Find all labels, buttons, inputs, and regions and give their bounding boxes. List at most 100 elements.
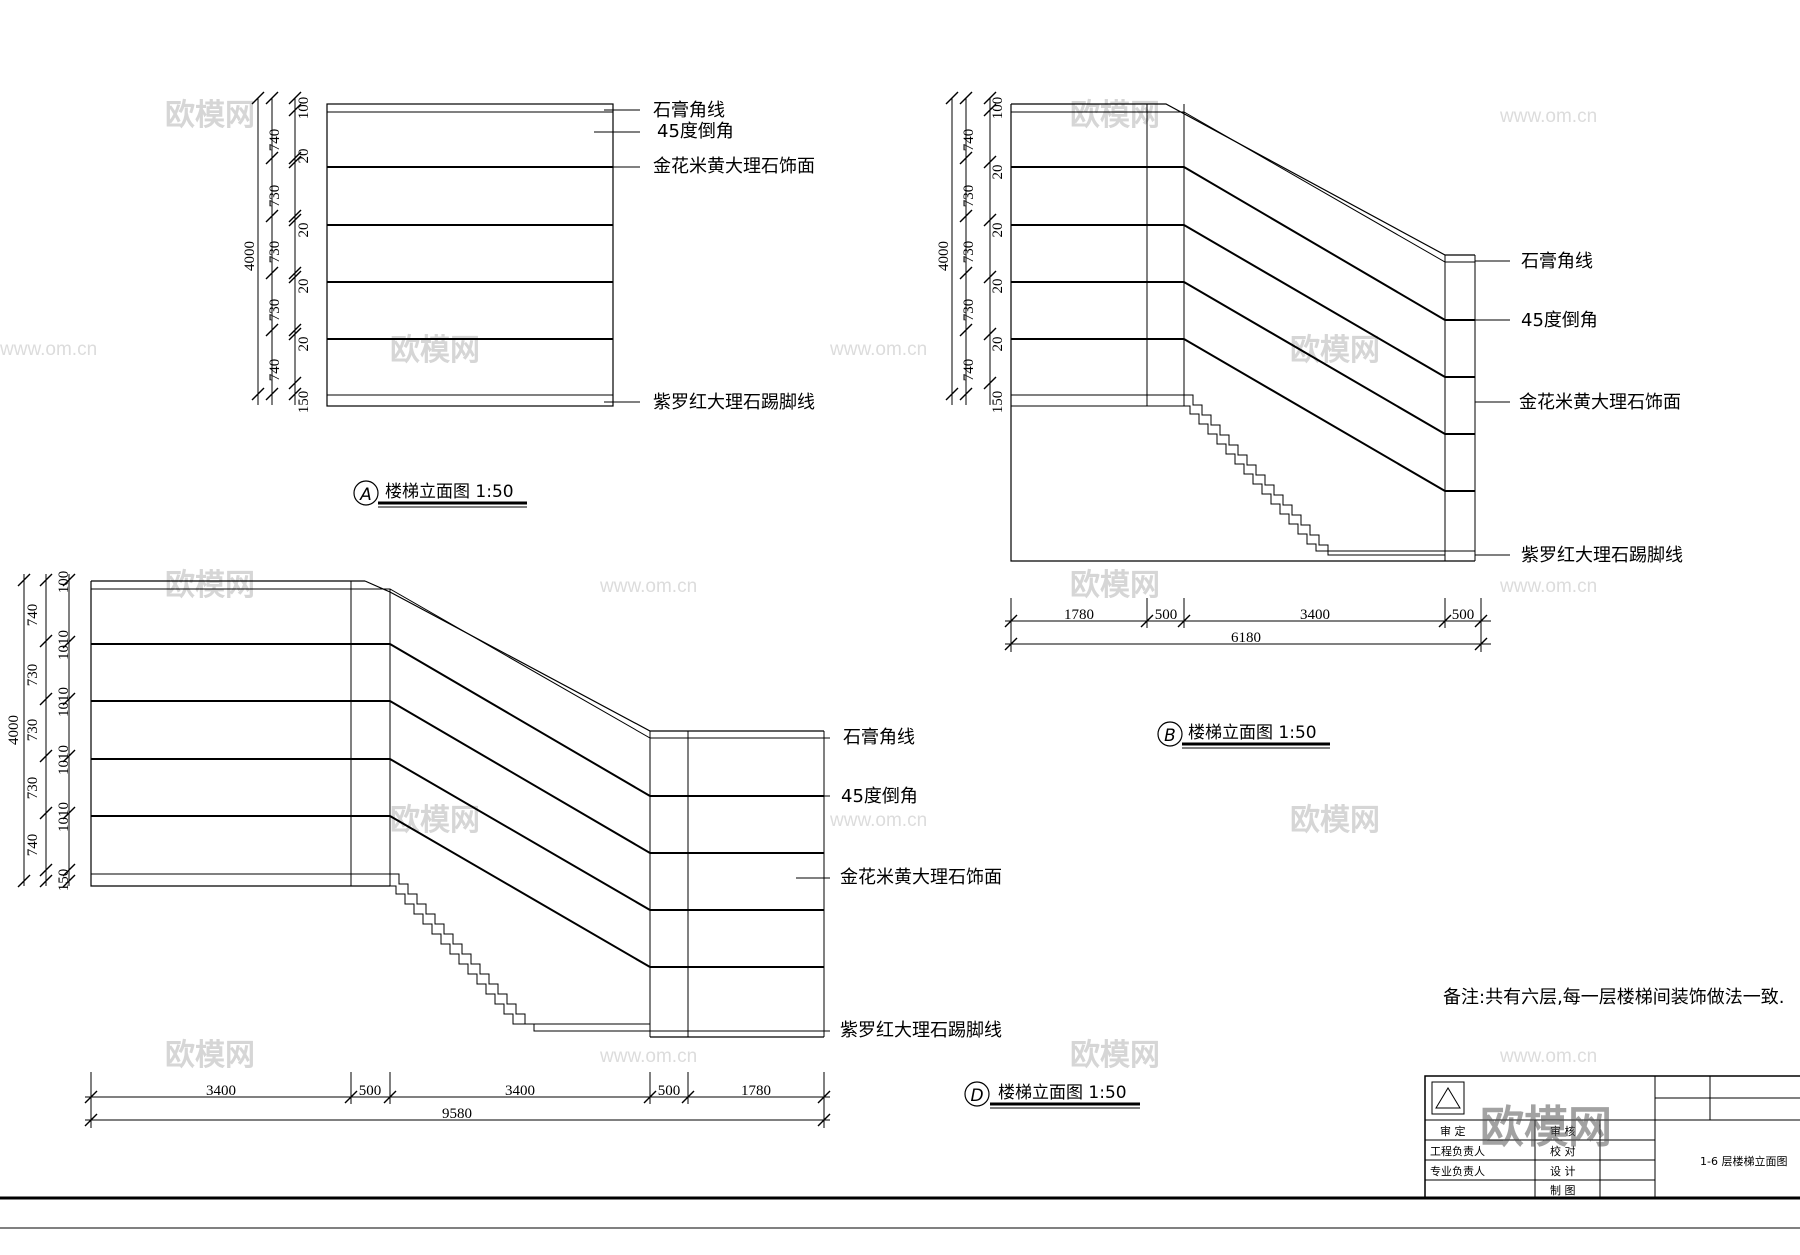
dim-a-inner: 20: [296, 337, 312, 352]
watermark-logo: 欧模网: [165, 1038, 255, 1073]
dim-d-horiz: 500: [658, 1083, 681, 1099]
title-b: B 楼梯立面图 1:50: [1157, 721, 1330, 749]
tb-row: 专业负责人: [1430, 1164, 1485, 1178]
dim-d-outer: 730: [25, 719, 41, 742]
dim-d-horiz: 3400: [206, 1083, 236, 1099]
dim-a-inner: 150: [296, 391, 312, 414]
dim-b-outer: 730: [961, 299, 977, 322]
dim-d-total: 4000: [6, 715, 22, 745]
label-plaster-moulding: 石膏角线: [653, 99, 725, 121]
dim-b-inner: 100: [990, 97, 1006, 120]
dim-d-outer: 730: [25, 664, 41, 687]
label-marble-facing: 金花米黄大理石饰面: [840, 867, 1002, 888]
dim-a-inner: 20: [296, 223, 312, 238]
title-mark: A: [359, 485, 372, 505]
dim-b-inner: 20: [990, 223, 1006, 238]
label-chamfer: 45度倒角: [657, 121, 734, 142]
watermark-logo: 欧模网: [1290, 803, 1380, 838]
label-chamfer: 45度倒角: [841, 786, 918, 807]
dim-a-inner: 100: [296, 97, 312, 120]
tb-col: 校 对: [1550, 1144, 1576, 1158]
dim-b-horiz: 3400: [1300, 607, 1330, 623]
dim-b-inner: 20: [990, 165, 1006, 180]
elevation-d: [17, 573, 831, 1128]
title-a: A 楼梯立面图 1:50: [353, 480, 527, 508]
tb-drawing-name: 1-6 层楼梯立面图: [1700, 1154, 1787, 1168]
tb-col: 制 图: [1550, 1184, 1576, 1197]
company-logo-icon: [1431, 1081, 1465, 1115]
drawing-note: 备注:共有六层,每一层楼梯间装饰做法一致.: [1443, 987, 1785, 1008]
dim-d-inner: 1010: [56, 687, 72, 717]
dim-b-horiz: 500: [1452, 607, 1475, 623]
label-skirting: 紫罗红大理石踢脚线: [840, 1020, 1002, 1041]
watermark-logo: 欧模网: [1290, 333, 1380, 368]
watermark-url: www.om.cn: [1499, 576, 1597, 597]
watermark-url: www.om.cn: [1499, 1046, 1597, 1067]
dim-d-inner: 1010: [56, 630, 72, 660]
label-chamfer: 45度倒角: [1521, 310, 1598, 331]
tb-watermark: 欧模网: [1480, 1102, 1612, 1153]
title-d: D 楼梯立面图 1:50: [964, 1081, 1140, 1109]
label-marble-facing: 金花米黄大理石饰面: [1519, 392, 1681, 413]
title-mark-circle: [1157, 721, 1183, 747]
elevation-d-text: 4000 740 730 730 730 740 100 1010 1010 1…: [6, 571, 1002, 1122]
dim-d-horiz-total: 9580: [442, 1106, 472, 1122]
label-skirting: 紫罗红大理石踢脚线: [1521, 545, 1683, 566]
dim-ticks-b: [945, 91, 997, 401]
title-mark: D: [970, 1086, 983, 1106]
elevation-b-text: 4000 740 730 730 730 740 100 20 20 20 20…: [936, 97, 1683, 646]
dim-a-outer: 740: [267, 359, 283, 382]
dim-a-inner: 20: [296, 149, 312, 164]
watermark-url: www.om.cn: [0, 339, 97, 360]
title-block-text: 审 定 工程负责人 专业负责人 审 核 校 对 设 计 制 图 1-6 层楼梯立…: [1430, 1102, 1787, 1197]
dim-d-outer: 740: [25, 834, 41, 857]
dim-b-horiz-total: 6180: [1231, 630, 1261, 646]
label-plaster-moulding: 石膏角线: [1521, 250, 1593, 272]
watermark-logo: 欧模网: [390, 803, 480, 838]
title-mark-circle: [964, 1081, 990, 1107]
watermark-url: www.om.cn: [1499, 106, 1597, 127]
dim-d-outer: 730: [25, 777, 41, 800]
title-text: 楼梯立面图 1:50: [998, 1083, 1127, 1103]
watermark-url: www.om.cn: [829, 339, 927, 360]
dim-a-inner: 20: [296, 279, 312, 294]
dim-d-inner: 150: [56, 869, 72, 892]
watermark-logo: 欧模网: [165, 98, 255, 133]
dim-b-inner: 150: [990, 391, 1006, 414]
dim-a-outer: 740: [267, 129, 283, 152]
dim-b-inner: 20: [990, 279, 1006, 294]
dim-b-horiz: 500: [1155, 607, 1178, 623]
dim-d-inner: 100: [56, 571, 72, 594]
watermark-logo: 欧模网: [1070, 568, 1160, 603]
elevation-a: [251, 91, 640, 407]
watermarks: 欧模网 欧模网 www.om.cn 欧模网 www.om.cn 欧模网 www.…: [0, 98, 1597, 1073]
tb-col: 设 计: [1550, 1165, 1576, 1178]
dim-a-outer: 730: [267, 185, 283, 208]
dim-d-horiz: 500: [359, 1083, 382, 1099]
dim-a-outer: 730: [267, 299, 283, 322]
dim-ticks-a: [251, 91, 302, 401]
dim-ticks-d: [17, 573, 76, 888]
title-mark-circle: [353, 480, 379, 506]
dim-d-inner: 1010: [56, 802, 72, 832]
watermark-logo: 欧模网: [1070, 1038, 1160, 1073]
label-marble-facing: 金花米黄大理石饰面: [653, 156, 815, 177]
label-plaster-moulding: 石膏角线: [843, 726, 915, 748]
tb-col: 审 核: [1550, 1124, 1576, 1138]
dim-b-inner: 20: [990, 337, 1006, 352]
watermark-url: www.om.cn: [599, 576, 697, 597]
dim-b-outer: 730: [961, 241, 977, 264]
title-mark: B: [1164, 726, 1176, 746]
dim-b-total: 4000: [936, 241, 952, 271]
dim-d-horiz: 1780: [741, 1083, 771, 1099]
dim-b-horiz: 1780: [1064, 607, 1094, 623]
dim-b-outer: 730: [961, 185, 977, 208]
dim-a-total: 4000: [242, 241, 258, 271]
tb-row: 工程负责人: [1430, 1144, 1485, 1158]
dim-b-outer: 740: [961, 359, 977, 382]
elevation-a-text: 4000 740 730 730 730 740 100 20 20 20 20…: [242, 97, 815, 414]
watermark-logo: 欧模网: [165, 568, 255, 603]
title-text: 楼梯立面图 1:50: [1188, 723, 1317, 743]
watermark-url: www.om.cn: [599, 1046, 697, 1067]
